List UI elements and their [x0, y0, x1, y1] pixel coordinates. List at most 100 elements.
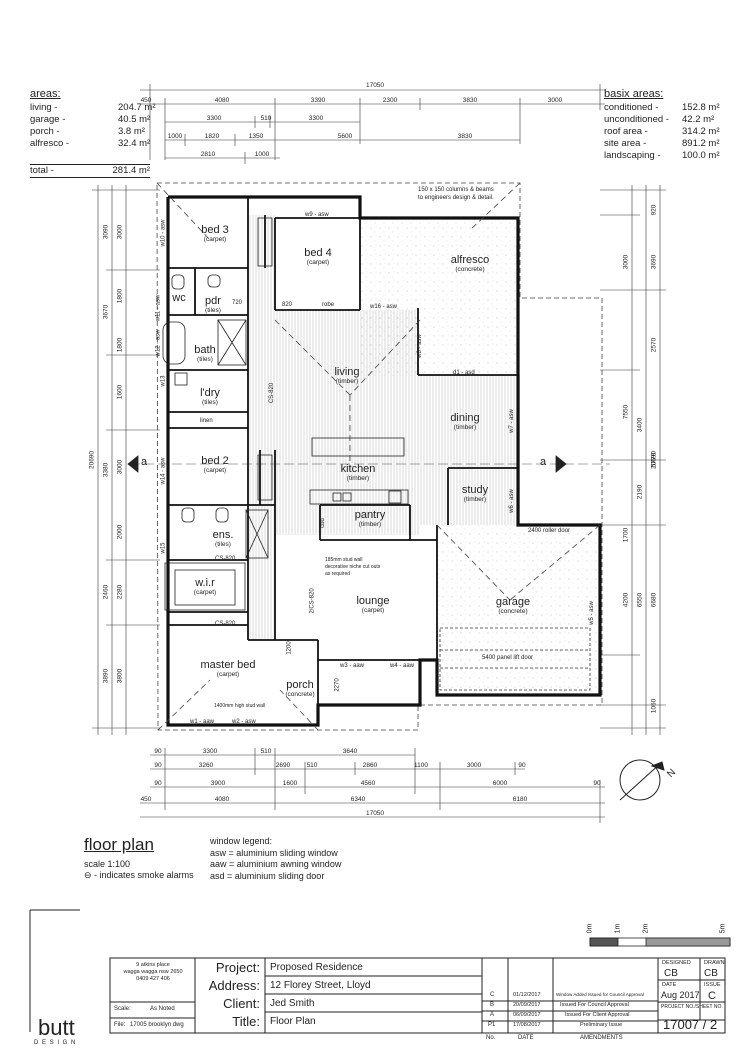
room-bed-2: bed 2(carpet) [201, 455, 229, 474]
basix-value: 152.8 m² [682, 102, 720, 113]
basix-label: unconditioned - [604, 114, 669, 125]
dim: 4200 [622, 592, 630, 608]
dim: 3300 [206, 115, 222, 122]
room-alfresco: alfresco(concrete) [450, 254, 490, 273]
title-label: Title: [232, 1014, 260, 1029]
room-master-bed: master bed(carpet) [200, 659, 256, 678]
dim: 3000 [116, 459, 124, 475]
window-label: w13 [160, 375, 167, 387]
dim: 90 [154, 780, 162, 787]
basix-heading: basix areas: [604, 88, 664, 100]
dim: 3300 [202, 748, 218, 755]
rev-no: B [490, 1002, 495, 1008]
rev-no-header: No. [486, 1035, 496, 1041]
dim: 3400 [636, 417, 644, 433]
dim: 6550 [636, 592, 644, 608]
dim: 920 [650, 204, 658, 216]
dim: 3380 [102, 462, 110, 478]
robe-label: robe [322, 302, 335, 308]
room-porch: porch(concrete) [285, 679, 315, 698]
dim: 3000 [622, 254, 630, 270]
roller-door-label: 2400 roller door [528, 528, 571, 534]
basix-label: landscaping - [604, 150, 661, 161]
basix-value: 42.2 m² [682, 114, 715, 125]
dim: 90 [154, 748, 162, 755]
drawn-value: CB [704, 968, 718, 979]
dim: 3830 [462, 97, 478, 104]
area-value: 40.5 m² [118, 114, 151, 125]
dim: 6340 [350, 796, 366, 803]
dim: 90 [154, 762, 162, 769]
dim: 2190 [636, 484, 644, 500]
dim: 3830 [457, 133, 473, 140]
issue-header: ISSUE [704, 982, 721, 988]
scale-bar-label: 5m [719, 923, 727, 934]
window-label: w14 - asw [160, 457, 167, 485]
dim: 3890 [102, 668, 110, 684]
room-laundry: l'dry(tiles) [200, 387, 220, 406]
stud-note: 185mm stud wall [325, 557, 363, 563]
window-legend-heading: window legend: [210, 836, 273, 846]
dim: 2300 [382, 97, 398, 104]
dim: 1800 [116, 337, 124, 353]
area-value: 3.8 m² [118, 126, 145, 137]
scale-value: As Noted [150, 1006, 175, 1012]
room-bed-3: bed 3(carpet) [201, 224, 229, 243]
area-total-label: total - [30, 165, 54, 176]
dim: 3090 [102, 224, 110, 240]
dim: 6000 [492, 780, 508, 787]
basix-label: conditioned - [604, 102, 659, 113]
room-study: study(timber) [461, 484, 489, 503]
dim: 3670 [102, 304, 110, 320]
room-pdr: pdr(tiles) [205, 295, 221, 314]
door-size-label: CS-820 [215, 556, 236, 562]
section-marker: a [141, 456, 148, 468]
designed-header: DESIGNED [662, 960, 691, 966]
dim: 2810 [200, 151, 216, 158]
dim: 3640 [342, 748, 358, 755]
room-wir: w.i.r(carpet) [193, 577, 217, 596]
basix-list: basix areas: conditioned - 152.8 m² uncon… [604, 88, 720, 162]
window-label: w2 - asw [232, 719, 256, 725]
smoke-alarm-note: ⊖ - indicates smoke alarms [84, 870, 194, 880]
client-label: Client: [223, 996, 260, 1011]
cbd-label: cbd [319, 518, 326, 528]
window-label: w7 - asw [508, 409, 515, 433]
door-size-label: 2/CS-820 [309, 588, 316, 614]
door-size-label: 720 [232, 300, 243, 306]
dim: 2280 [116, 584, 124, 600]
window-label: w11 - asw [155, 294, 162, 322]
dim: 1350 [248, 133, 264, 140]
rev-date: 17/08/2017 [513, 1022, 541, 1028]
room-dining: dining(timber) [450, 412, 480, 431]
room-kitchen: kitchen(timber) [340, 463, 376, 482]
rev-no: C [490, 992, 495, 998]
rev-date: 01/12/2017 [513, 992, 541, 998]
door-size-label: 1200 [286, 641, 293, 655]
room-wc: wc [172, 292, 186, 304]
stud-note: as required [325, 571, 351, 577]
area-total-value: 281.4 m² [112, 165, 151, 176]
window-label: w3 - aaw [340, 663, 365, 669]
dim: 1700 [622, 527, 630, 543]
dim: 90 [518, 762, 526, 769]
dim: 3000 [547, 97, 563, 104]
scale-label: Scale: [114, 1006, 131, 1012]
dim: 1060 [650, 698, 658, 714]
project-no-value: 17007 / 2 [663, 1017, 718, 1032]
rev-amend: Window Added Issued for Council Approval [556, 992, 644, 997]
areas-heading: areas: [30, 88, 61, 100]
area-label: living - [30, 102, 58, 113]
door-size-label: 820 [282, 302, 293, 308]
beams-note: to engineers design & detail. [418, 195, 494, 201]
dim: 6180 [512, 796, 528, 803]
rev-amend-header: AMENDMENTS [580, 1035, 623, 1041]
room-bath: bath(tiles) [194, 344, 216, 363]
scale-bar-label: 1m [614, 923, 622, 934]
door-label: d1 - asd [453, 370, 475, 376]
date-value: Aug 2017 [661, 990, 700, 1000]
dim: 4560 [360, 780, 376, 787]
window-legend: window legend: asw = aluminium sliding w… [210, 836, 341, 882]
rev-amend: Issued For Council Approval [560, 1002, 629, 1008]
